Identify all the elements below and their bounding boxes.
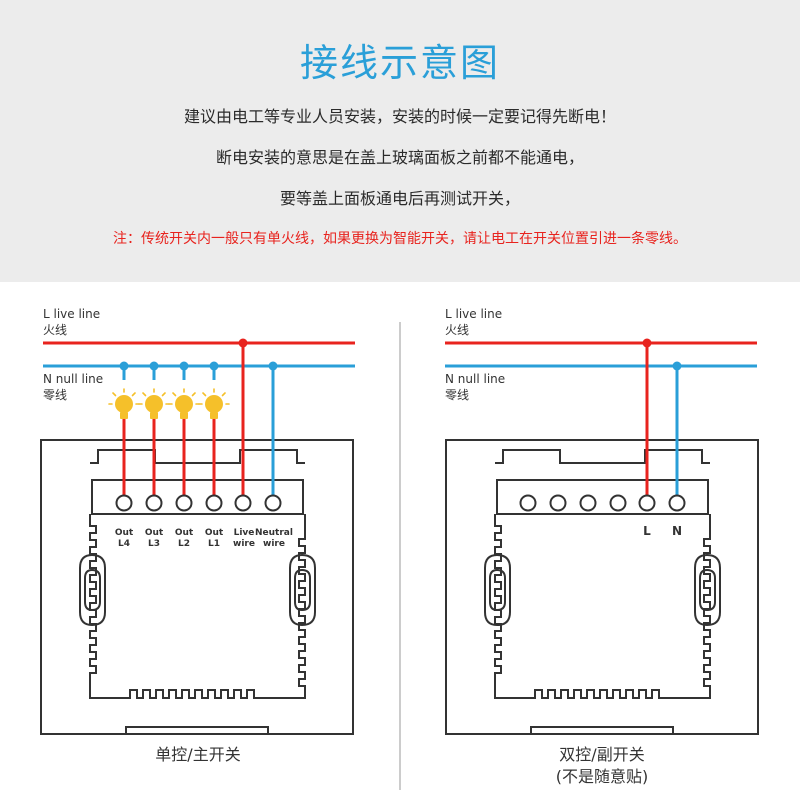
left-live-label-cn: 火线 xyxy=(43,323,67,337)
right-null-label-cn: 零线 xyxy=(445,388,469,402)
terminal-label-neutral-top: Neutral xyxy=(255,528,293,538)
terminal-label-n: N xyxy=(672,524,682,538)
junction-dot xyxy=(119,361,129,371)
right-bottom-notch xyxy=(530,726,674,734)
right-diagram: L live line 火线 N null line 零线 L N 双控/ xyxy=(445,307,759,786)
terminal-label-l2-top: Out xyxy=(175,528,194,538)
junction-dot xyxy=(672,361,682,371)
bulb-icon xyxy=(168,388,200,419)
page-title: 接线示意图 xyxy=(299,41,500,85)
left-caption: 单控/主开关 xyxy=(155,745,240,764)
terminal-screw-l1 xyxy=(205,494,223,512)
terminal-screw-live xyxy=(234,494,252,512)
terminal-screw xyxy=(549,494,567,512)
terminal-screw-n xyxy=(668,494,686,512)
junction-dot xyxy=(268,361,278,371)
junction-dot xyxy=(209,361,219,371)
terminal-label-l4-top: Out xyxy=(115,528,134,538)
terminal-label-l3-top: Out xyxy=(145,528,164,538)
terminal-label-l1-bottom: L1 xyxy=(208,539,220,549)
junction-dot xyxy=(149,361,159,371)
terminal-screw-neutral xyxy=(264,494,282,512)
terminal-label-l4-bottom: L4 xyxy=(118,539,130,549)
right-mount-slot-left xyxy=(484,553,511,627)
terminal-screw-l3 xyxy=(145,494,163,512)
terminal-screw xyxy=(579,494,597,512)
right-null-label-en: N null line xyxy=(445,372,505,386)
terminal-label-live-top: Live xyxy=(234,528,255,538)
terminal-screw xyxy=(519,494,537,512)
left-bottom-notch xyxy=(125,726,269,734)
bulb-icon xyxy=(198,388,230,419)
bulb-icon xyxy=(138,388,170,419)
terminal-label-l1-top: Out xyxy=(205,528,224,538)
terminal-screw xyxy=(609,494,627,512)
left-null-label-en: N null line xyxy=(43,372,103,386)
terminal-label-l: L xyxy=(643,524,651,538)
left-switch-frame xyxy=(40,439,354,735)
left-diagram: L live line 火线 N null line 零线 xyxy=(40,307,355,764)
instruction-line-1: 建议由电工等专业人员安装，安装的时候一定要记得先断电！ xyxy=(183,107,616,126)
terminal-label-l2-bottom: L2 xyxy=(178,539,190,549)
right-top-rim xyxy=(495,449,710,464)
junction-dot xyxy=(179,361,189,371)
left-live-label-en: L live line xyxy=(43,307,100,321)
terminal-label-l3-bottom: L3 xyxy=(148,539,160,549)
left-terminal-block xyxy=(91,479,304,515)
terminal-screw-l2 xyxy=(175,494,193,512)
terminal-screw-l xyxy=(638,494,656,512)
instruction-line-3: 要等盖上面板通电后再测试开关， xyxy=(279,189,520,208)
left-null-label-cn: 零线 xyxy=(43,388,67,402)
right-live-label-cn: 火线 xyxy=(445,323,469,337)
right-inner-plate xyxy=(494,514,711,699)
terminal-screw-l4 xyxy=(115,494,133,512)
left-mount-slot-right xyxy=(289,553,316,627)
right-mount-slot-right xyxy=(694,553,721,627)
left-mount-slot-left xyxy=(79,553,106,627)
instruction-header: 接线示意图 建议由电工等专业人员安装，安装的时候一定要记得先断电！ 断电安装的意… xyxy=(0,0,800,282)
junction-dot xyxy=(238,338,248,348)
right-switch-frame xyxy=(445,439,759,735)
right-caption: 双控/副开关 xyxy=(559,745,644,764)
right-live-label-en: L live line xyxy=(445,307,502,321)
right-terminal-block xyxy=(496,479,709,515)
junction-dot xyxy=(642,338,652,348)
right-caption-sub: (不是随意贴) xyxy=(556,767,649,786)
warning-note: 注：传统开关内一般只有单火线，如果更换为智能开关，请让电工在开关位置引进一条零线… xyxy=(113,231,687,247)
bulb-icon xyxy=(108,388,140,419)
left-top-rim xyxy=(90,449,305,464)
instruction-line-2: 断电安装的意思是在盖上玻璃面板之前都不能通电， xyxy=(215,148,584,167)
terminal-label-live-bottom: wire xyxy=(233,539,255,549)
terminal-label-neutral-bottom: wire xyxy=(263,539,285,549)
